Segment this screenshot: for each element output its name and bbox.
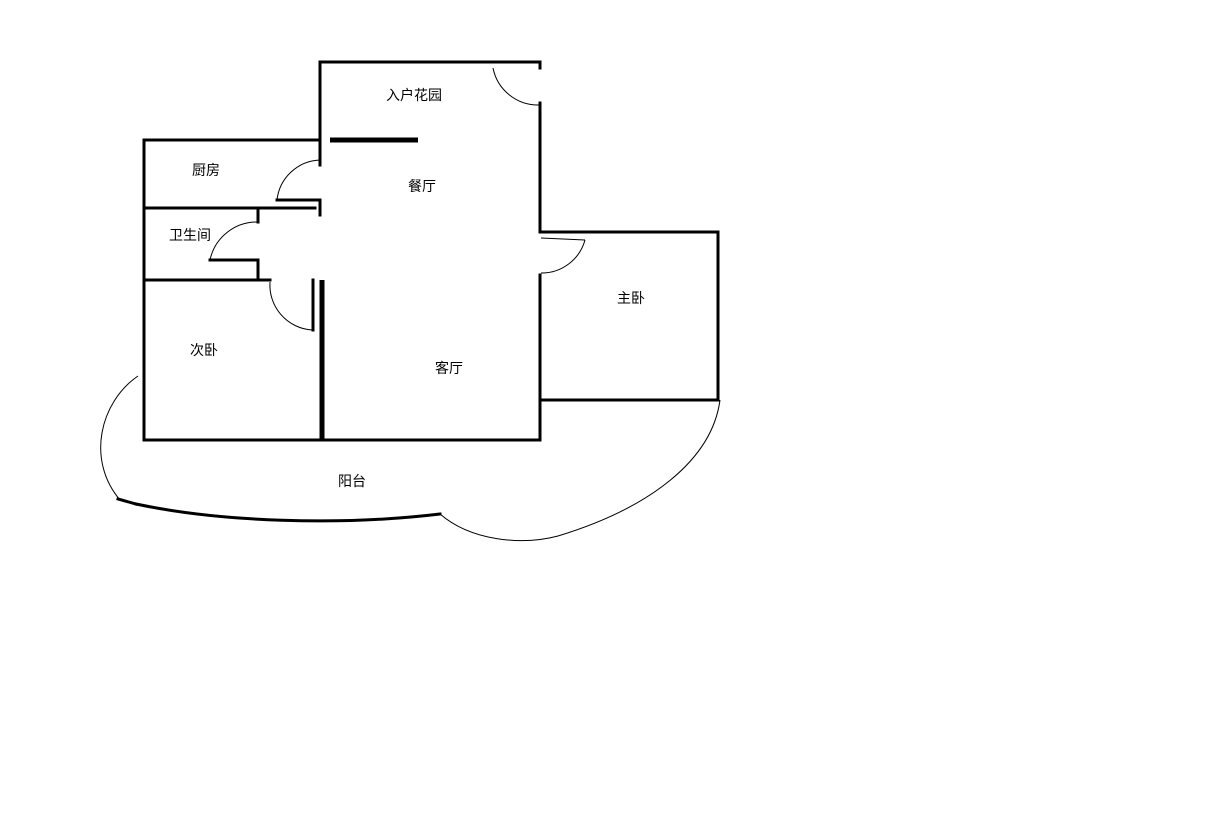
room-labels: 入户花园 厨房 餐厅 卫生间 主卧 次卧 客厅 阳台 — [169, 87, 645, 490]
door-bathroom-arc — [209, 221, 259, 261]
wall-bathroom — [208, 206, 260, 282]
wall-entry-garden — [318, 60, 542, 142]
balcony-rail — [134, 502, 442, 523]
door-entry-arc — [492, 67, 540, 106]
label-kitchen: 厨房 — [192, 163, 220, 179]
door-master-arc — [540, 239, 586, 274]
balcony-curve-right — [557, 399, 721, 537]
label-dining: 餐厅 — [408, 179, 436, 195]
balcony-outline — [100, 375, 721, 542]
door-second-bedroom-arc — [269, 281, 313, 331]
wall-kitchen — [142, 138, 322, 442]
door-master-leaf — [540, 237, 586, 241]
balcony-rail-end — [116, 497, 138, 506]
wall-dining-right — [538, 101, 720, 442]
doors — [209, 67, 586, 331]
label-bathroom: 卫生间 — [169, 228, 211, 244]
label-entry-garden: 入户花园 — [386, 87, 442, 104]
balcony-curve-left — [100, 375, 139, 501]
label-living-room: 客厅 — [435, 360, 463, 377]
label-master-bedroom: 主卧 — [617, 291, 645, 307]
label-second-bedroom: 次卧 — [190, 343, 218, 359]
walls — [142, 60, 720, 442]
door-kitchen-arc — [276, 159, 321, 201]
label-balcony: 阳台 — [338, 474, 366, 490]
balcony-bay — [439, 513, 559, 542]
